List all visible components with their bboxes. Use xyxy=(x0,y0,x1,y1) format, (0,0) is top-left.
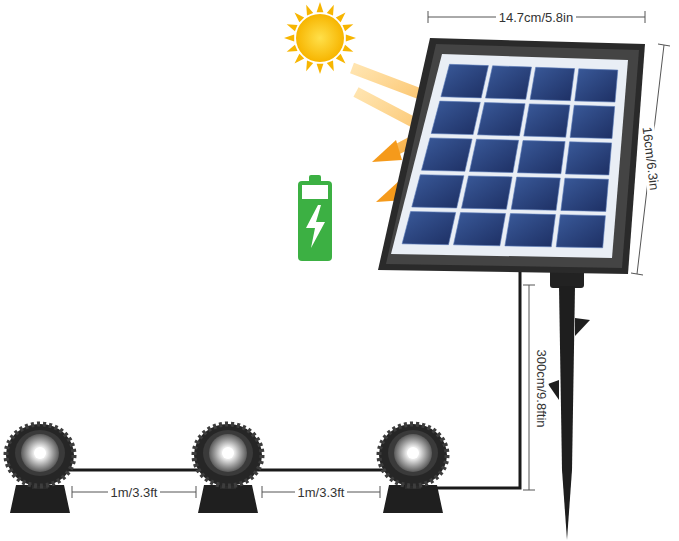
sun-ray xyxy=(295,54,305,64)
solar-cell xyxy=(530,67,575,100)
solar-cell xyxy=(570,105,615,138)
solar-cell xyxy=(566,142,612,175)
solar-cell xyxy=(441,64,489,98)
sun-ray xyxy=(346,35,356,42)
solar-cell xyxy=(486,66,532,100)
sun-ray xyxy=(343,45,354,52)
sun-ray xyxy=(336,54,346,64)
dimension-label: 300cm/9.8ftin xyxy=(533,346,548,430)
sun-symbol xyxy=(284,2,356,74)
sun-ray xyxy=(317,2,324,12)
sun-ray xyxy=(327,5,334,16)
dimension-label: 1m/3.3ft xyxy=(108,485,161,500)
sun-ray xyxy=(287,45,298,52)
sun-ray xyxy=(343,24,354,31)
spotlight xyxy=(194,424,262,513)
solar-cell xyxy=(518,141,566,174)
sun-ray xyxy=(284,35,294,42)
sun-ray xyxy=(336,13,346,23)
solar-cell xyxy=(422,138,473,171)
sun-ray xyxy=(295,13,305,23)
dimension-label: 1m/3.3ft xyxy=(295,485,348,500)
solar-panel xyxy=(378,38,645,274)
solar-cell xyxy=(462,176,513,209)
sun-ray xyxy=(327,61,334,72)
solar-cell xyxy=(505,214,556,247)
ground-stake xyxy=(548,268,590,540)
solar-cell xyxy=(575,69,618,102)
sun-ray xyxy=(287,24,298,31)
dimension-label: 14.7cm/5.8in xyxy=(496,10,576,25)
solar-cell xyxy=(470,139,519,172)
solar-cell xyxy=(511,177,560,210)
solar-cell xyxy=(556,215,605,248)
dimension-label: 16cm/6.3in xyxy=(639,123,662,194)
spotlight xyxy=(379,424,447,513)
solar-cell xyxy=(524,104,570,137)
spotlight xyxy=(6,424,74,513)
sun-ray xyxy=(306,61,313,72)
sun-ray xyxy=(317,64,324,74)
sun-symbol xyxy=(296,14,344,62)
sun-ray xyxy=(306,5,313,16)
solar-cell xyxy=(412,175,464,208)
solar-cell xyxy=(454,213,506,246)
solar-cell xyxy=(561,178,609,211)
solar-cell xyxy=(431,101,480,135)
solar-cell xyxy=(402,212,456,245)
battery-icon xyxy=(298,175,332,261)
solar-cell xyxy=(478,103,526,136)
dimension-lines xyxy=(72,11,670,498)
